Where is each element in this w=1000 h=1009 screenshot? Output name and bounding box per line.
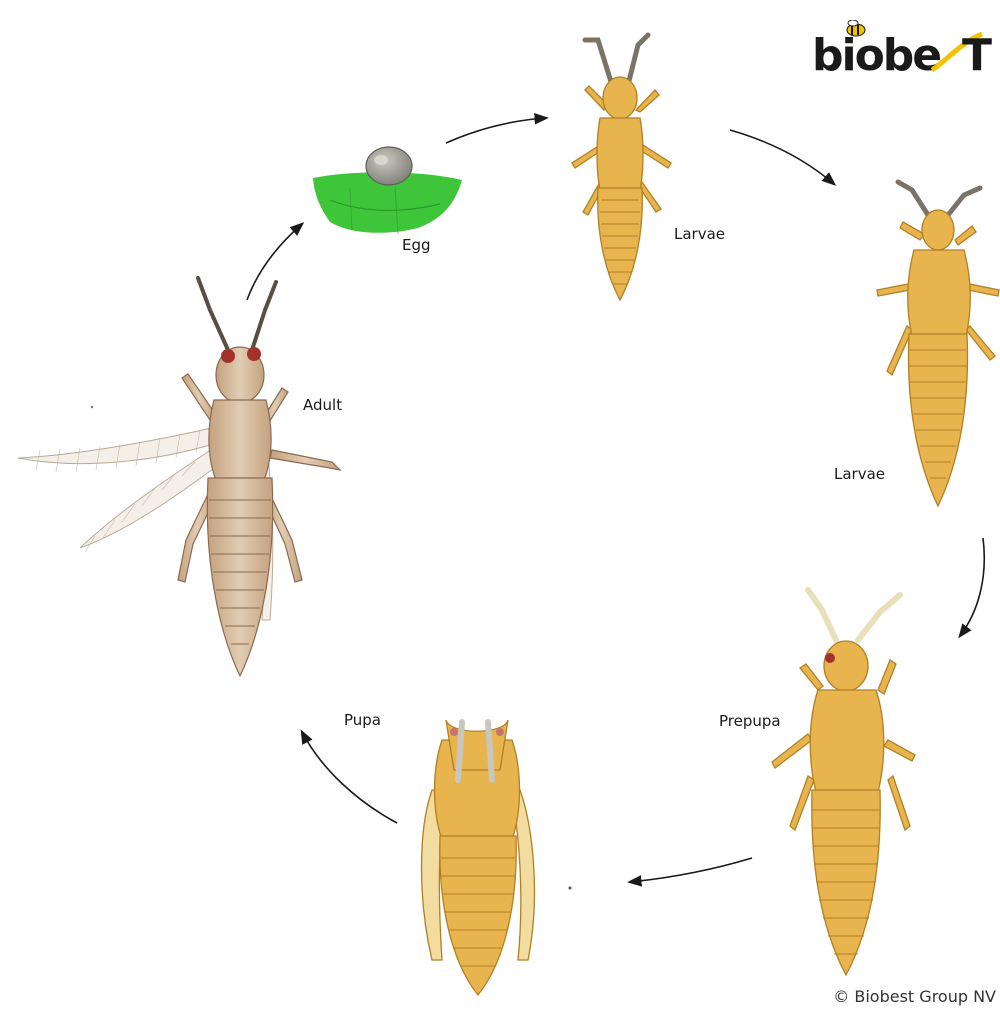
label-larvae-1: Larvae	[674, 225, 725, 243]
larvae-1-illustration	[572, 35, 671, 300]
biobest-logo: biobe T	[812, 20, 1000, 78]
copyright-notice: © Biobest Group NV	[833, 987, 996, 1006]
arrow-larvae-to-prepupa	[960, 538, 984, 636]
arrow-egg-to-larvae	[446, 118, 546, 143]
egg-illustration	[313, 147, 462, 234]
adult-illustration	[18, 278, 340, 676]
label-prepupa: Prepupa	[719, 712, 781, 730]
larvae-2-illustration	[877, 182, 999, 506]
prepupa-illustration	[772, 590, 915, 975]
label-pupa: Pupa	[344, 711, 381, 729]
pupa-illustration	[422, 720, 535, 995]
label-egg: Egg	[402, 236, 431, 254]
svg-text:T: T	[962, 30, 992, 78]
svg-text:biobe: biobe	[812, 30, 940, 78]
label-larvae-2: Larvae	[834, 465, 885, 483]
arrow-pupa-to-adult	[302, 732, 397, 823]
arrow-larvae-to-larvae	[730, 130, 834, 184]
arrow-prepupa-to-pupa	[630, 858, 752, 882]
label-adult: Adult	[303, 396, 342, 414]
speck	[569, 887, 572, 890]
speck	[91, 406, 93, 408]
